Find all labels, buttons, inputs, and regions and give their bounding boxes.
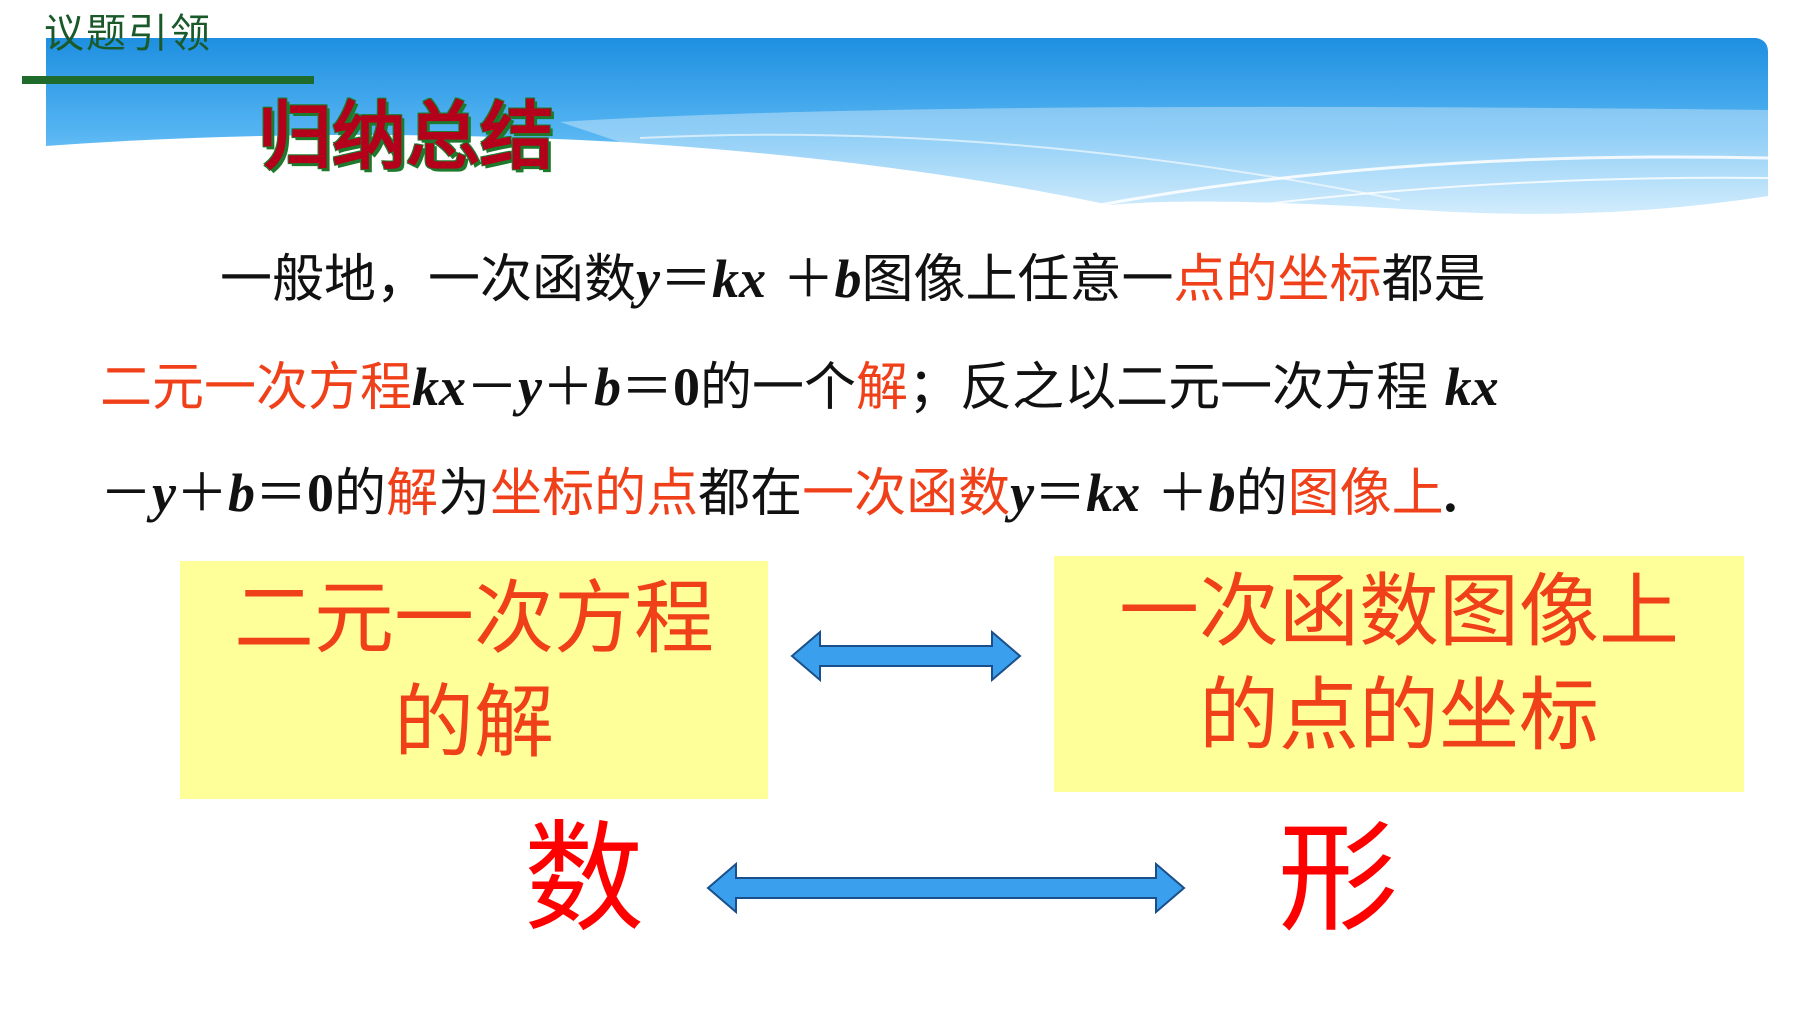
summary-line3-segment: b bbox=[228, 463, 255, 523]
summary-line3-segment: 为 bbox=[438, 464, 491, 524]
summary-line1-segment: 图像上任意一 bbox=[861, 250, 1174, 310]
summary-line3-segment: 的 bbox=[334, 464, 387, 524]
summary-line2-segment: kx bbox=[1444, 357, 1499, 417]
summary-line3-segment: kx bbox=[1086, 463, 1141, 523]
summary-line1-segment: ＝ bbox=[659, 250, 712, 310]
summary-line2-segment: kx bbox=[412, 357, 467, 417]
summary-line1-segment: 都是 bbox=[1381, 250, 1486, 310]
summary-line2-segment: ＋ bbox=[542, 358, 595, 418]
summary-line2-segment: y bbox=[518, 357, 542, 417]
summary-line-3: －y＋b＝0的解为坐标的点都在一次函数y＝kx ＋b的图像上. bbox=[100, 463, 1740, 524]
section-tag: 议题引领 bbox=[44, 11, 212, 57]
summary-line2-segment: 0 bbox=[673, 357, 701, 417]
equation-solution-box: 二元一次方程 的解 bbox=[180, 561, 768, 799]
section-underline bbox=[22, 76, 314, 84]
summary-line3-segment: ＝ bbox=[255, 464, 308, 524]
summary-line3-segment: ＋ bbox=[175, 464, 228, 524]
summary-line2-segment: － bbox=[466, 358, 519, 418]
summary-line-2: 二元一次方程kx－y＋b＝0的一个解；反之以二元一次方程 kx bbox=[100, 357, 1740, 418]
summary-line2-segment: ；反之以二元一次方程 bbox=[908, 358, 1445, 418]
header-wave-banner bbox=[46, 38, 1769, 214]
double-arrow-icon-bottom bbox=[706, 862, 1186, 914]
summary-line3-segment: . bbox=[1443, 463, 1458, 523]
summary-line3-segment: 的 bbox=[1235, 464, 1288, 524]
summary-line3-segment: ＝ bbox=[1034, 464, 1087, 524]
summary-line3-segment: y bbox=[1010, 463, 1035, 523]
summary-line1-segment: 点的坐标 bbox=[1173, 250, 1382, 310]
box-left-line-1: 二元一次方程 bbox=[234, 572, 714, 665]
summary-line1-segment: b bbox=[834, 249, 862, 309]
summary-line3-segment: 图像上 bbox=[1287, 464, 1444, 524]
summary-line3-segment: y bbox=[152, 463, 176, 523]
graph-point-box: 一次函数图像上 的点的坐标 bbox=[1054, 556, 1744, 792]
summary-line3-segment: 解 bbox=[386, 464, 439, 524]
box-left-line-2: 的解 bbox=[394, 676, 554, 769]
shape-char: 形 bbox=[1278, 810, 1398, 949]
slide-title: 归纳总结 bbox=[258, 94, 554, 180]
summary-line1-segment: ＋ bbox=[766, 250, 835, 310]
summary-line3-segment: 0 bbox=[307, 463, 335, 523]
summary-line1-segment: y bbox=[636, 249, 660, 309]
box-right-line-1: 一次函数图像上 bbox=[1119, 565, 1679, 658]
double-arrow-icon bbox=[790, 629, 1022, 683]
summary-line2-segment: b bbox=[594, 357, 622, 417]
summary-line2-segment: 的一个 bbox=[700, 358, 857, 418]
summary-line3-segment: ＋ bbox=[1140, 464, 1209, 524]
summary-line-1: 一般地，一次函数y＝kx ＋b图像上任意一点的坐标都是 bbox=[220, 249, 1800, 310]
summary-line3-segment: 坐标的点 bbox=[490, 464, 699, 524]
summary-line1-segment: kx bbox=[712, 249, 766, 309]
summary-line2-segment: 二元一次方程 bbox=[100, 358, 413, 418]
summary-line2-segment: ＝ bbox=[621, 358, 674, 418]
summary-line3-segment: b bbox=[1208, 463, 1236, 523]
summary-line1-segment: 一般地，一次函数 bbox=[220, 250, 637, 310]
summary-line2-segment: 解 bbox=[856, 358, 909, 418]
box-right-line-2: 的点的坐标 bbox=[1199, 669, 1599, 762]
summary-line3-segment: 一次函数 bbox=[802, 464, 1011, 524]
number-char: 数 bbox=[524, 810, 644, 949]
summary-line3-segment: 都在 bbox=[698, 464, 803, 524]
summary-line3-segment: － bbox=[100, 464, 153, 524]
